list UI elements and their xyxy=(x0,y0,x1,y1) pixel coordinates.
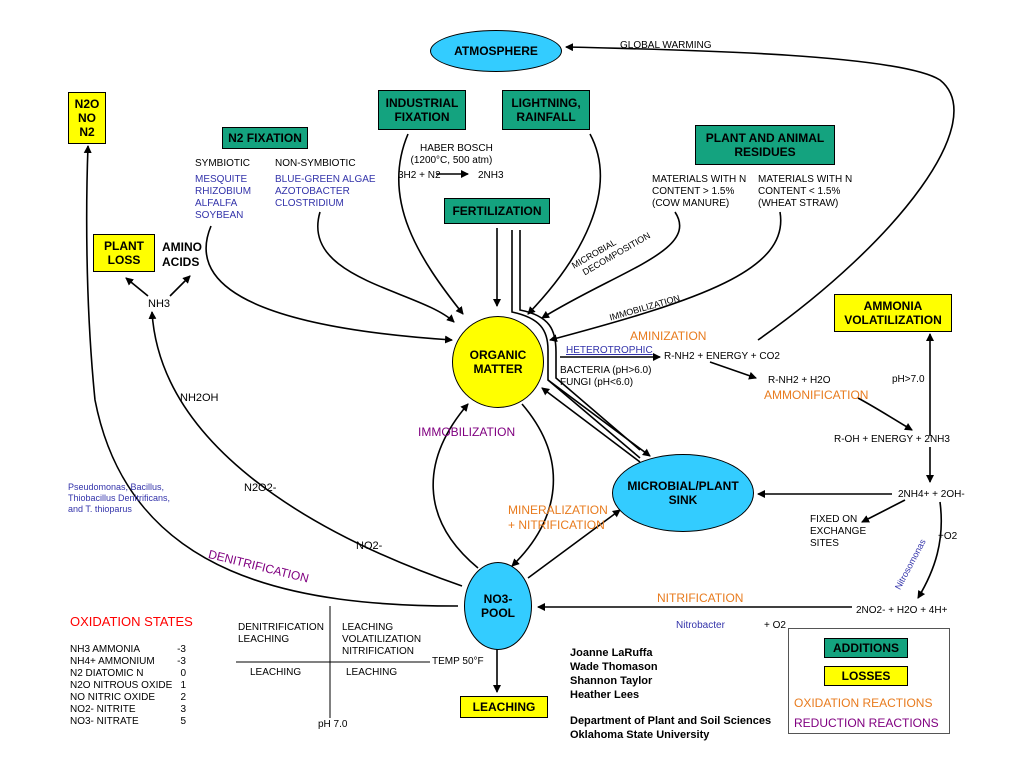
symbiotic-label: SYMBIOTIC xyxy=(195,158,251,169)
no2-label: NO2- xyxy=(356,540,383,552)
quadrant-y-axis: pH 7.0 xyxy=(318,719,348,730)
no3-pool-node: NO3-POOL xyxy=(464,562,532,650)
oxidation-states-table: NH3 AMMONIA-3 NH4+ AMMONIUM-3 N2 DIATOMI… xyxy=(70,644,200,728)
line-fert-to-sink-a xyxy=(511,230,641,459)
ammonification-products: R-OH + ENERGY + 2NH3 xyxy=(834,434,950,445)
arrow-sink-to-om xyxy=(541,387,641,463)
arrow-to-plant-loss xyxy=(125,277,149,297)
leaching-node: LEACHING xyxy=(460,696,548,718)
arrow-cow-manure xyxy=(541,211,681,319)
nh2oh-label: NH2OH xyxy=(180,392,219,404)
line-fert-to-sink-b xyxy=(519,230,641,451)
arrow-industrial xyxy=(398,133,464,315)
legend-losses: LOSSES xyxy=(824,666,908,686)
arrow-om-to-sink xyxy=(547,379,651,457)
plus-o2-label: +O2 xyxy=(938,531,958,542)
aminization-reaction: R-NH2 + ENERGY + CO2 xyxy=(664,351,780,362)
arrow-mineralization xyxy=(511,403,555,567)
arrow-global-warming xyxy=(565,43,955,341)
arrow-non-symbiotic xyxy=(317,211,455,323)
immobilization-label: IMMOBILIZATION xyxy=(418,425,516,439)
oxidation-row: NH4+ AMMONIUM-3 xyxy=(70,656,186,667)
haber-product: 2NH3 xyxy=(478,170,504,181)
legend-oxidation: OXIDATION REACTIONS xyxy=(794,696,933,710)
arrow-to-fixed-sites xyxy=(861,499,906,523)
fertilization-node: FERTILIZATION xyxy=(444,198,550,224)
arrow-lightning xyxy=(527,133,601,315)
fungi-label: FUNGI (pH<6.0) xyxy=(560,377,634,388)
n2-fixation-node: N2 FIXATION xyxy=(222,127,308,149)
legend xyxy=(788,628,950,734)
haber-bosch-label: HABER BOSCH(1200°C, 500 atm) xyxy=(410,143,493,166)
mineralization-label: MINERALIZATION+ NITRIFICATION xyxy=(508,503,608,532)
plus-o2-b-label: + O2 xyxy=(764,620,786,631)
oxidation-states-title: OXIDATION STATES xyxy=(70,614,193,629)
nh4-reaction: 2NH4+ + 2OH- xyxy=(898,489,965,500)
arrow-to-roh xyxy=(857,397,913,431)
ph-gt-7-label: pH>7.0 xyxy=(892,374,925,385)
arrow-to-ammonification xyxy=(709,361,757,380)
arrow-symbiotic xyxy=(205,225,453,344)
nitrobacter-label: Nitrobacter xyxy=(676,620,725,631)
atmosphere-node: ATMOSPHERE xyxy=(430,30,562,72)
legend-reduction: REDUCTION REACTIONS xyxy=(794,716,939,730)
arrow-pool-to-sink xyxy=(527,509,621,579)
ammonification-reaction: R-NH2 + H2O xyxy=(768,375,831,386)
nitrite-reaction: 2NO2- + H2O + 4H+ xyxy=(856,605,948,616)
quadrant-x-axis: TEMP 50°F xyxy=(432,656,484,667)
ammonification-label: AMMONIFICATION xyxy=(764,388,869,402)
quadrant-bottom-left: LEACHING xyxy=(250,667,302,678)
arrow-to-nh3 xyxy=(148,311,463,587)
arrow-to-nitrite xyxy=(917,501,943,599)
non-symbiotic-label: NON-SYMBIOTIC xyxy=(275,158,356,169)
lightning-node: LIGHTNING,RAINFALL xyxy=(502,90,590,130)
oxidation-row: NH3 AMMONIA-3 xyxy=(70,644,186,655)
n2o2-label: N2O2- xyxy=(244,482,277,494)
haber-reactant: 3H2 + N2 xyxy=(398,170,441,181)
nitrification-label: NITRIFICATION xyxy=(657,591,744,605)
quadrant-bottom-right: LEACHING xyxy=(346,667,398,678)
heterotrophic-label: HETEROTROPHIC xyxy=(566,345,653,356)
global-warming-label: GLOBAL WARMING xyxy=(620,40,712,51)
arrow-denitrification xyxy=(83,145,459,607)
arrow-wheat-straw xyxy=(549,211,782,343)
aminization-label: AMINIZATION xyxy=(630,329,707,343)
bacteria-label: BACTERIA (pH>6.0) xyxy=(560,365,652,376)
arrow-to-amino xyxy=(169,275,191,297)
bacteria-species-label: Pseudomonas, Bacillus,Thiobacillus Denit… xyxy=(68,482,171,514)
nh3-label: NH3 xyxy=(148,298,171,310)
legend-additions: ADDITIONS xyxy=(824,638,908,658)
arrow-immobilization xyxy=(432,403,479,569)
